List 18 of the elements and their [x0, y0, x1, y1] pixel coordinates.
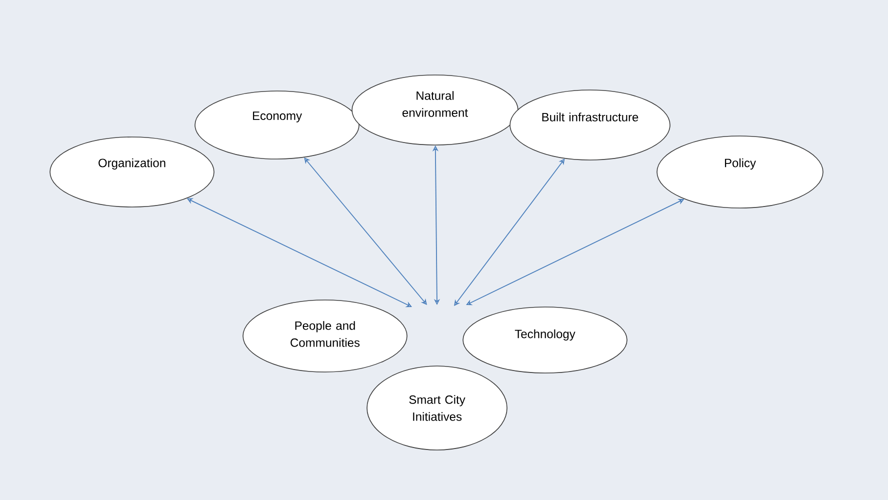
- node-label: Smart City Initiatives: [409, 395, 466, 421]
- node-label: Economy: [252, 112, 302, 122]
- node-label: Built infrastructure: [542, 112, 638, 122]
- ellipse-node: [462, 306, 628, 374]
- node-label: People and Communities: [290, 321, 360, 347]
- ellipse-node: [366, 366, 508, 450]
- node-label: Organization: [98, 158, 166, 170]
- ellipse-node: [50, 136, 214, 208]
- node-label: Technology: [514, 329, 576, 341]
- node-label: Natural environment: [402, 91, 468, 117]
- ellipse-node: [352, 74, 518, 146]
- ellipse-node: [656, 136, 824, 208]
- node-label: Policy: [724, 158, 756, 170]
- ellipse-node: [194, 90, 360, 160]
- ellipse-node: [242, 300, 408, 372]
- double-arrow: [304, 158, 427, 305]
- double-arrow: [454, 158, 565, 306]
- ellipse-node: [510, 90, 670, 160]
